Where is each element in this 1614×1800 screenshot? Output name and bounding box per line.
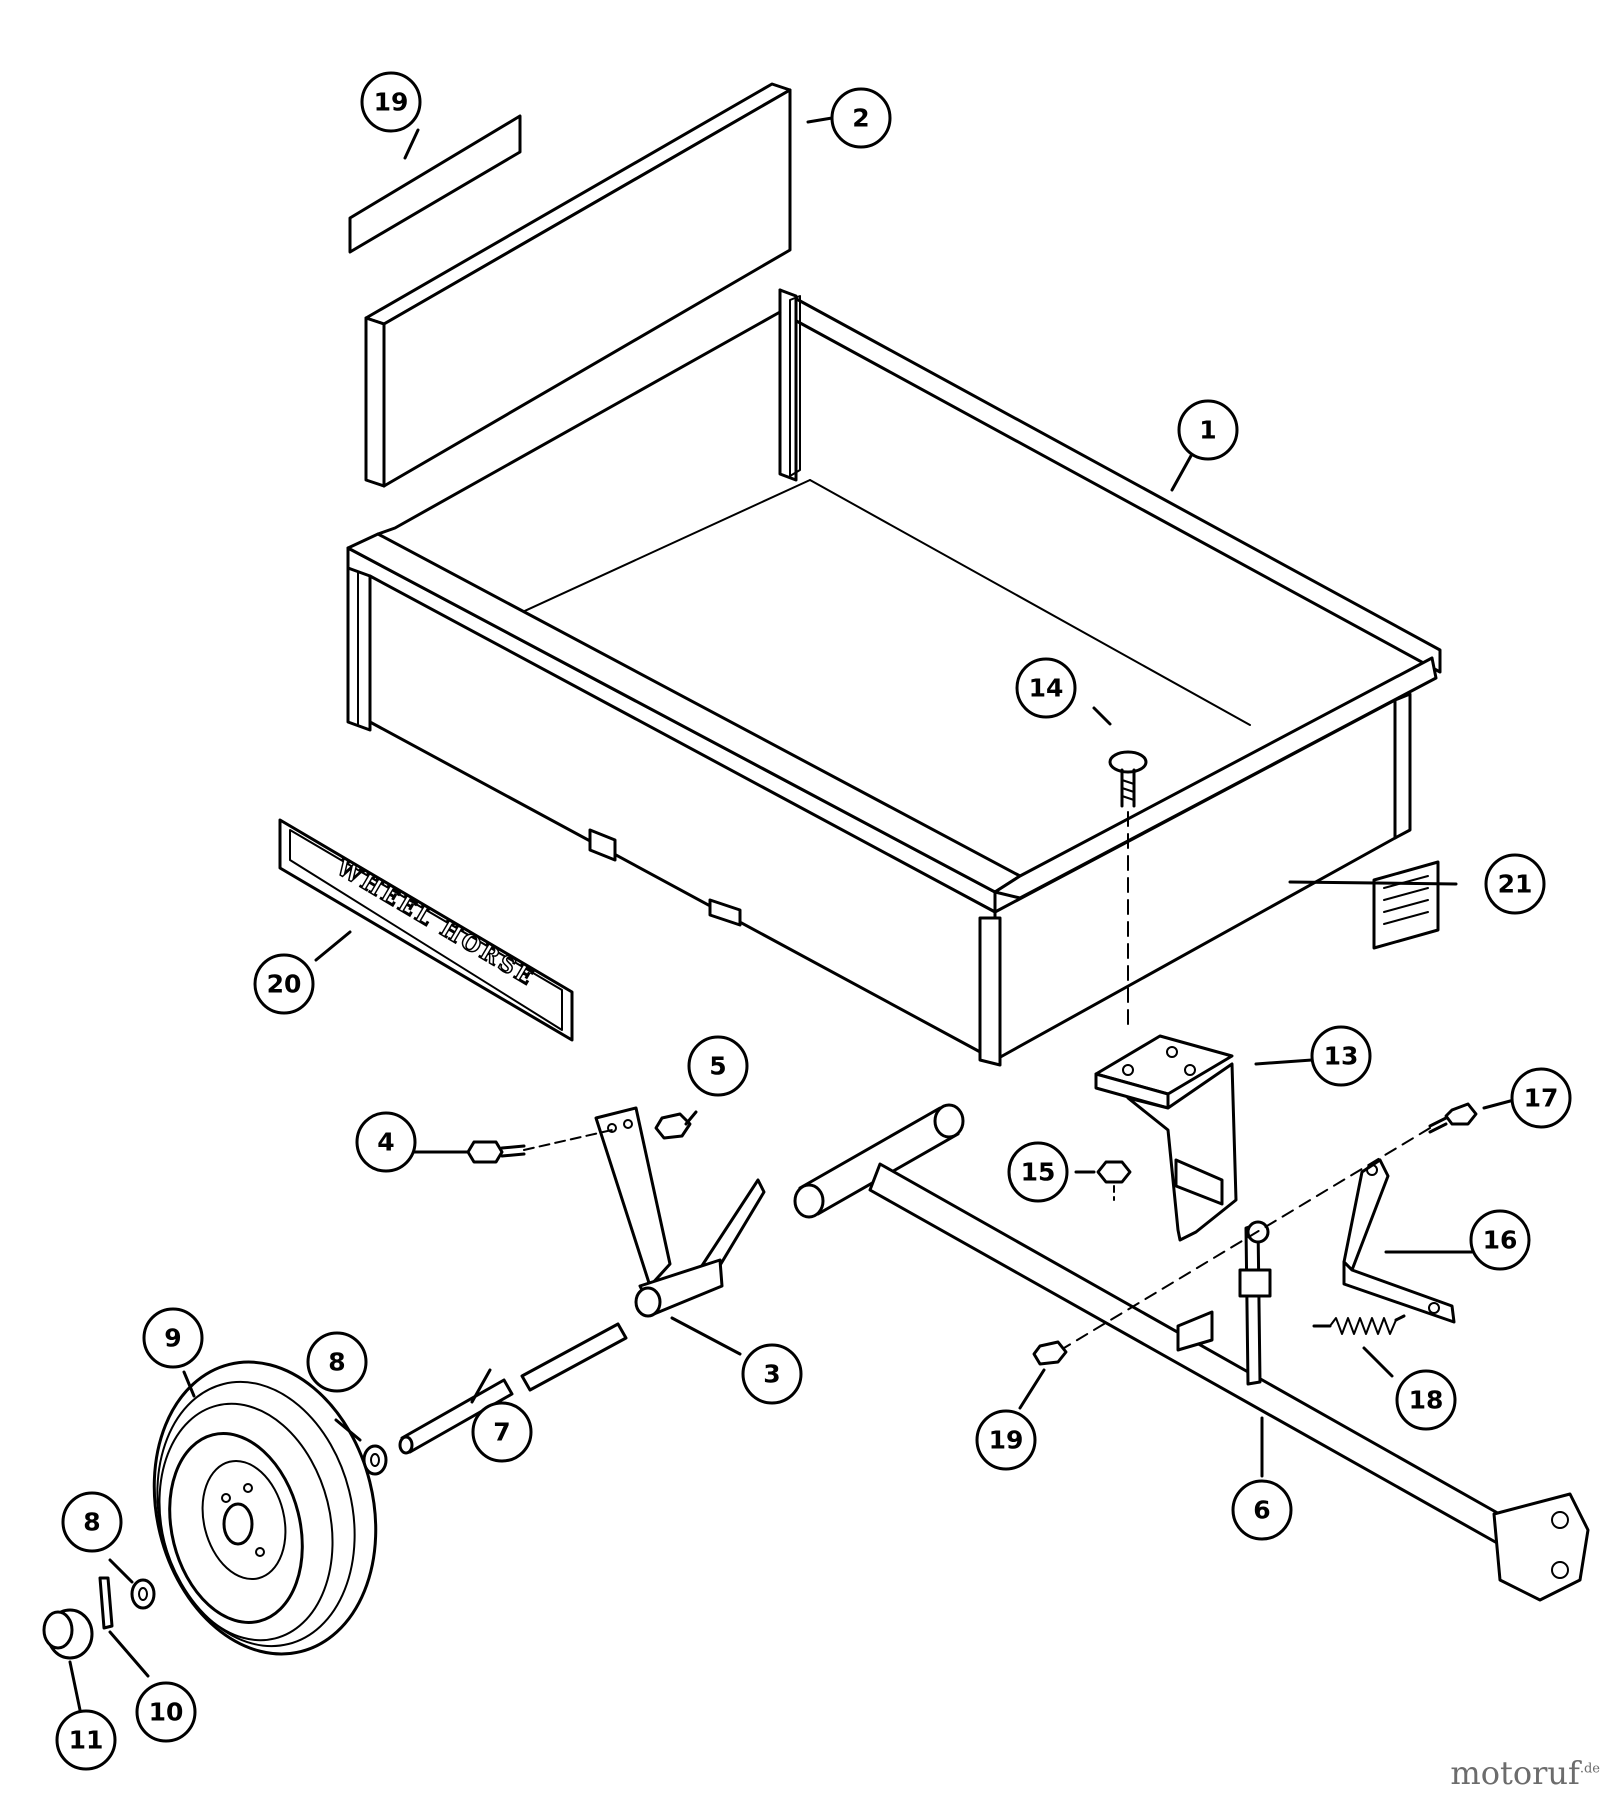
callout-12-label: 13 bbox=[1324, 1042, 1359, 1071]
wheel-9 bbox=[152, 1360, 378, 1656]
bolt-4 bbox=[466, 1129, 613, 1164]
hub-cap-11 bbox=[42, 1608, 94, 1660]
callout-18-label: 19 bbox=[989, 1426, 1024, 1455]
cart-box bbox=[346, 288, 1442, 1067]
small-decal-19 bbox=[348, 114, 522, 254]
callout-16-label: 18 bbox=[1409, 1386, 1444, 1415]
carriage-bolt-13 bbox=[1108, 750, 1148, 1031]
callout-14-label: 15 bbox=[1021, 1158, 1056, 1187]
callout-1: 1 bbox=[1177, 399, 1239, 461]
callout-14: 15 bbox=[1007, 1141, 1069, 1203]
callout-3: 3 bbox=[741, 1343, 803, 1405]
callout-11: 11 bbox=[55, 1709, 117, 1771]
callout-12: 13 bbox=[1310, 1025, 1372, 1087]
callout-8b-label: 8 bbox=[83, 1508, 100, 1537]
callout-10: 10 bbox=[135, 1681, 197, 1743]
cotter-pin-10 bbox=[98, 1576, 114, 1630]
watermark-brand: motoruf bbox=[1450, 1754, 1580, 1792]
nut-14 bbox=[1096, 1160, 1132, 1184]
callout-9: 9 bbox=[142, 1307, 204, 1369]
tailgate-panel bbox=[364, 82, 792, 488]
callout-6-label: 6 bbox=[1253, 1496, 1270, 1525]
callout-11-label: 11 bbox=[69, 1726, 104, 1755]
latch-lever-15 bbox=[1342, 1158, 1456, 1324]
bolt-17 bbox=[1428, 1102, 1478, 1134]
callout-8a: 8 bbox=[306, 1331, 368, 1393]
callout-7-label: 7 bbox=[493, 1418, 510, 1447]
callout-4: 4 bbox=[355, 1111, 417, 1173]
label-plate-21 bbox=[1372, 860, 1440, 950]
callout-6: 6 bbox=[1231, 1479, 1293, 1541]
callout-1-label: 1 bbox=[1199, 416, 1216, 445]
callout-2-label: 2 bbox=[852, 104, 869, 133]
callout-5: 5 bbox=[687, 1035, 749, 1097]
callout-7: 7 bbox=[471, 1401, 533, 1463]
tongue-axle-6 bbox=[793, 1103, 1590, 1602]
callout-3-label: 3 bbox=[763, 1360, 780, 1389]
callout-17-label: 17 bbox=[1524, 1084, 1559, 1113]
axle-pin-7 bbox=[398, 1322, 628, 1455]
callout-5-label: 5 bbox=[709, 1052, 726, 1081]
nut-5 bbox=[654, 1112, 692, 1140]
callout-16: 18 bbox=[1395, 1369, 1457, 1431]
watermark: motoruf.de bbox=[1450, 1754, 1600, 1792]
callout-20: 20 bbox=[253, 953, 315, 1015]
callout-19-label: 19 bbox=[374, 88, 409, 117]
callout-2: 2 bbox=[830, 87, 892, 149]
callout-8a-label: 8 bbox=[328, 1348, 345, 1377]
callout-8b: 8 bbox=[61, 1491, 123, 1553]
watermark-tld: .de bbox=[1579, 1761, 1600, 1777]
callout-10-label: 10 bbox=[149, 1698, 184, 1727]
spring-16 bbox=[1312, 1314, 1406, 1335]
decal-text: WHEEL HORSE bbox=[331, 854, 540, 992]
callout-4-label: 4 bbox=[377, 1128, 394, 1157]
mounting-bracket-3 bbox=[594, 1106, 766, 1318]
callout-17: 17 bbox=[1510, 1067, 1572, 1129]
callout-20-label: 20 bbox=[267, 970, 302, 999]
callout-21: 21 bbox=[1484, 853, 1546, 915]
callout-19: 19 bbox=[360, 71, 422, 133]
callout-15: 16 bbox=[1469, 1209, 1531, 1271]
callout-13: 14 bbox=[1015, 657, 1077, 719]
callout-18: 19 bbox=[975, 1409, 1037, 1471]
callout-15-label: 16 bbox=[1483, 1226, 1518, 1255]
callout-13-label: 14 bbox=[1029, 674, 1064, 703]
callout-9-label: 9 bbox=[164, 1324, 181, 1353]
hitch-bracket-12 bbox=[1094, 1034, 1238, 1242]
wheel-horse-decal: WHEEL HORSE bbox=[278, 818, 574, 1042]
nut-18 bbox=[1032, 1340, 1068, 1366]
washer-8b bbox=[130, 1578, 156, 1610]
callout-21-label: 21 bbox=[1498, 870, 1533, 899]
leader-lines bbox=[68, 116, 1516, 1712]
